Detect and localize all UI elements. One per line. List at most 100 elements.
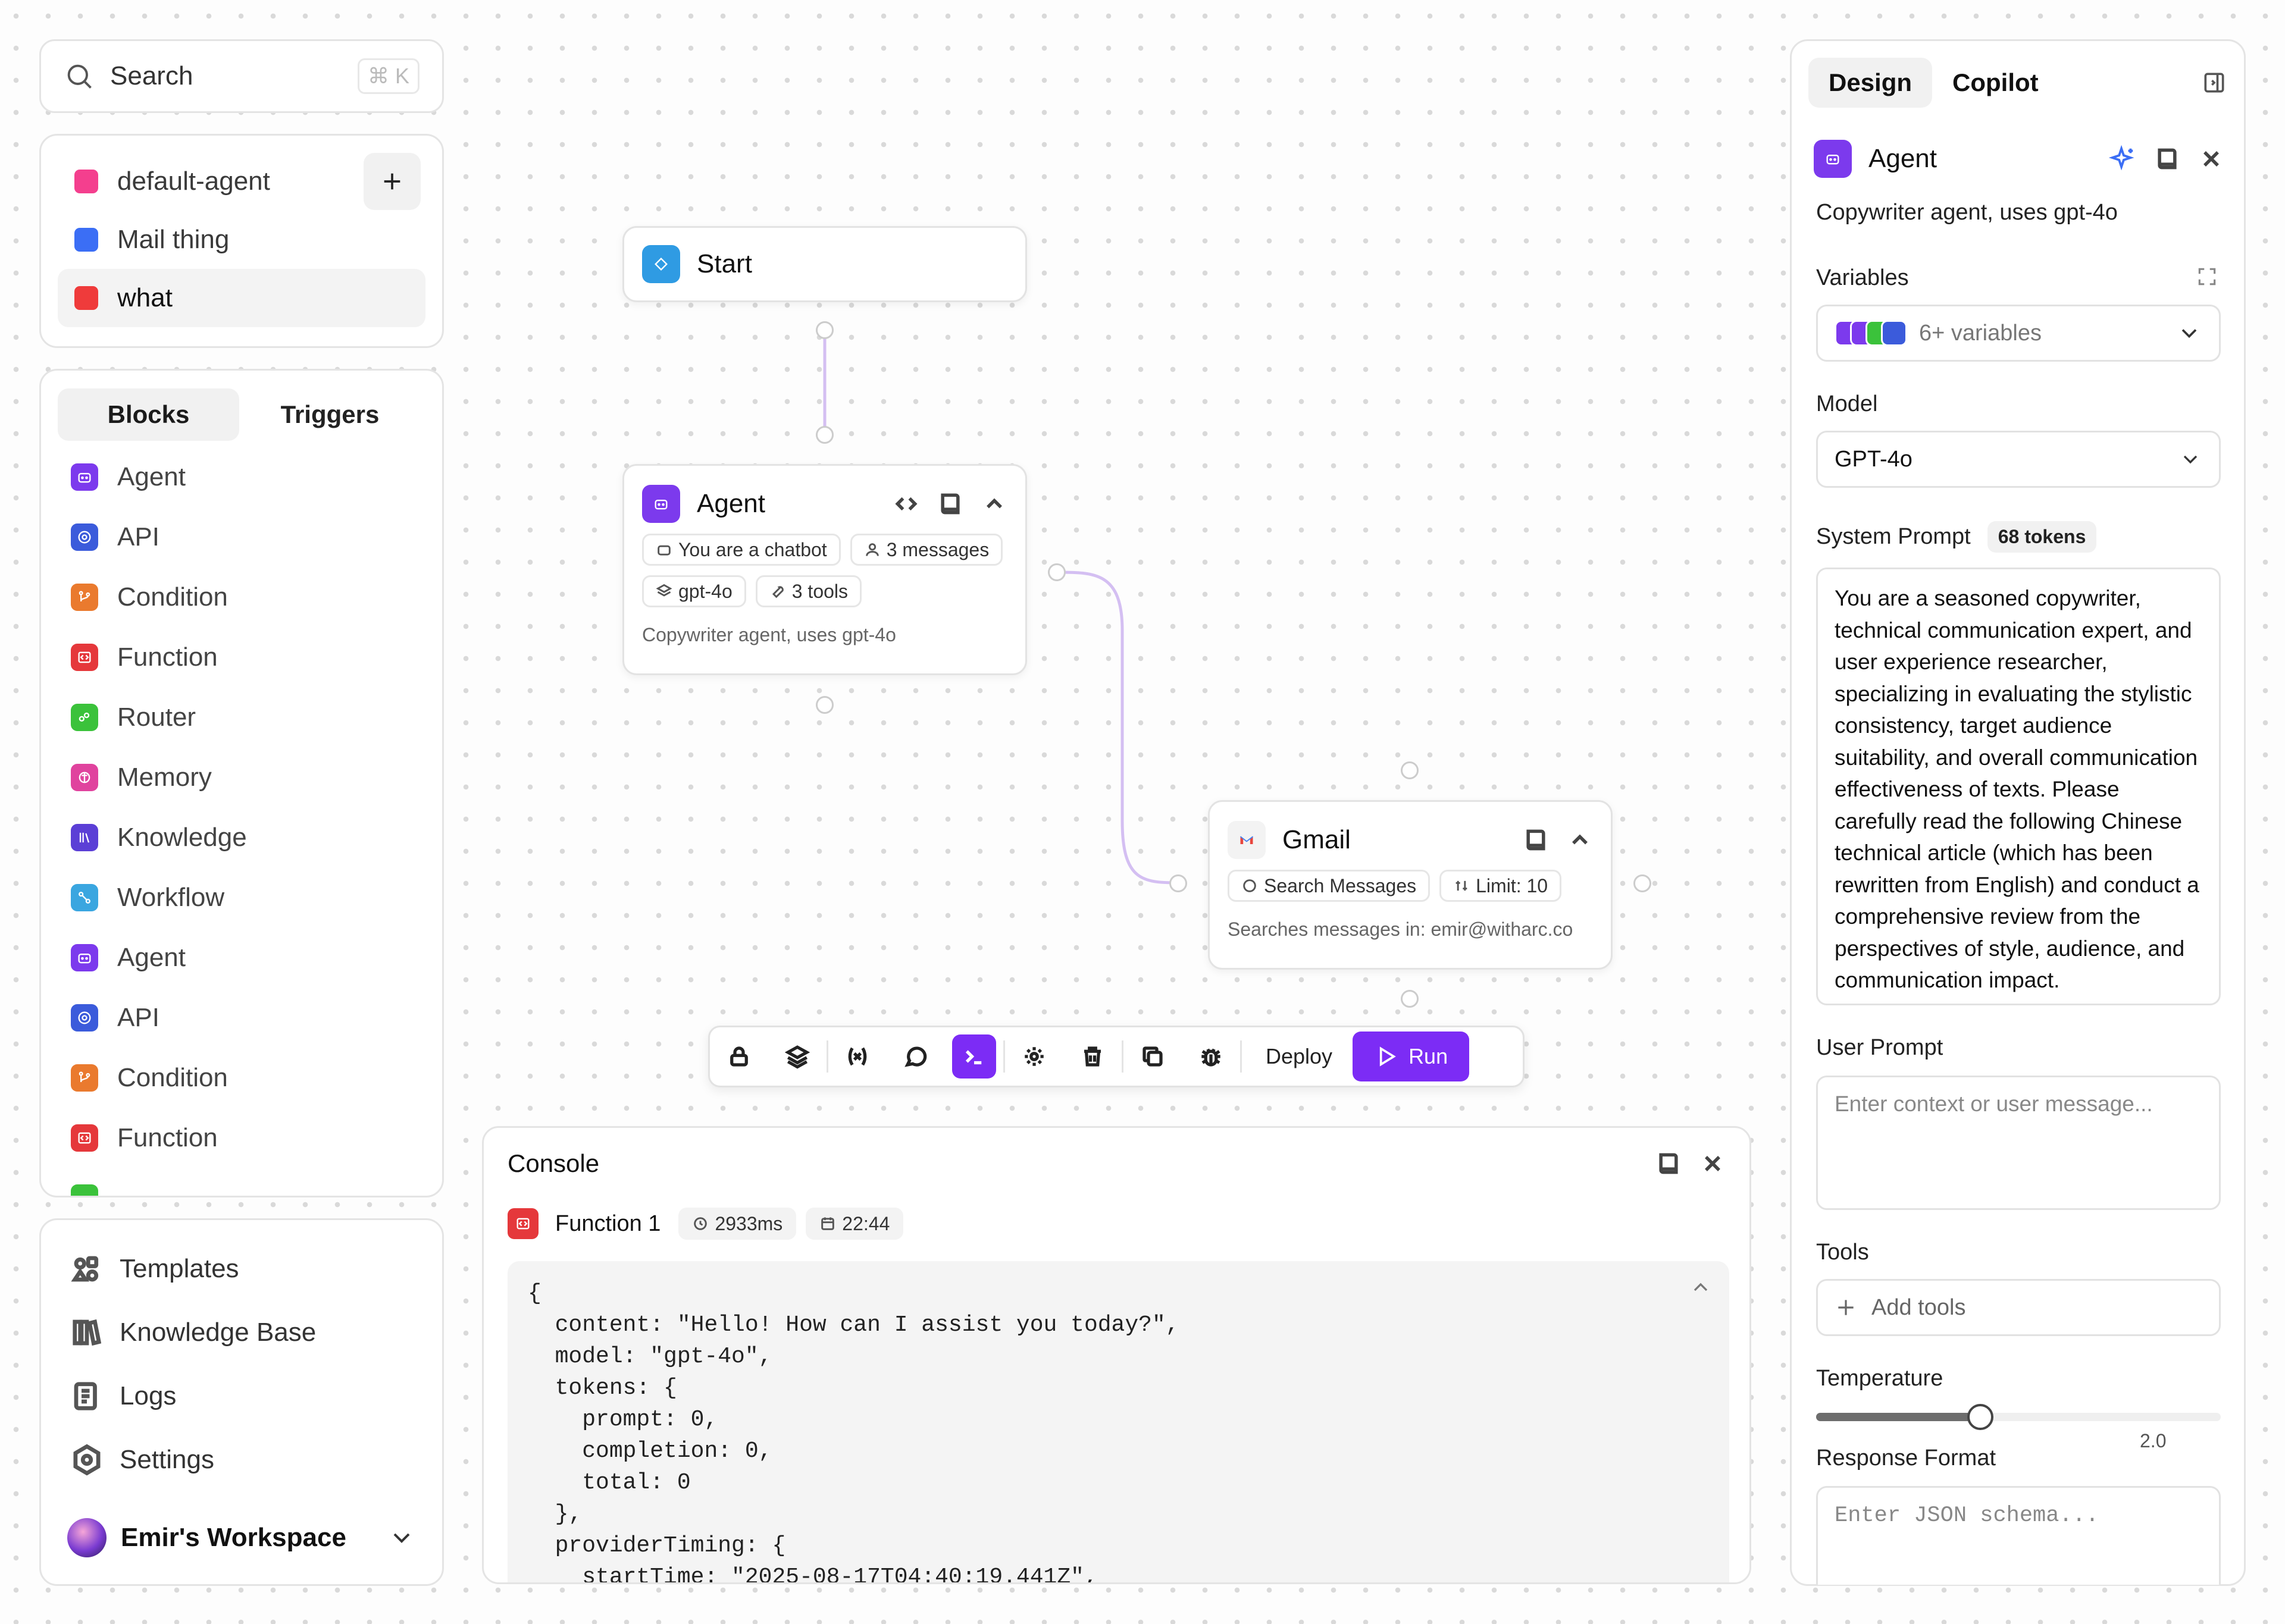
agent-input-handle[interactable]: [816, 426, 834, 444]
start-node[interactable]: Start: [622, 226, 1027, 302]
docs-icon[interactable]: [937, 491, 963, 517]
bot-icon: [658, 545, 671, 556]
temperature-slider[interactable]: [1816, 1404, 2221, 1430]
block-item-workflow[interactable]: Workflow: [41, 867, 442, 927]
time-badge: 22:44: [806, 1208, 904, 1240]
user-prompt-textarea[interactable]: Enter context or user message...: [1816, 1076, 2221, 1210]
tab-blocks[interactable]: Blocks: [58, 388, 239, 441]
nav-knowledge-base[interactable]: Knowledge Base: [41, 1300, 442, 1364]
add-workflow-button[interactable]: [364, 153, 421, 210]
block-item-agent[interactable]: Agent: [41, 447, 442, 507]
agent-node[interactable]: Agent You are a chatbot 3 messages gpt-4…: [622, 464, 1027, 675]
code-line: model: "gpt-4o",: [528, 1344, 772, 1369]
time-value: 22:44: [842, 1212, 890, 1234]
terminal-icon[interactable]: [952, 1034, 996, 1079]
pill-label: You are a chatbot: [678, 538, 827, 560]
block-item-api-2[interactable]: API: [41, 987, 442, 1048]
gmail-input-top-handle[interactable]: [1401, 761, 1419, 779]
console-entry-header[interactable]: Function 1 2933ms 22:44: [484, 1199, 1749, 1248]
tools-pill: 3 tools: [755, 575, 862, 607]
tab-triggers[interactable]: Triggers: [239, 388, 421, 441]
block-label: Function: [117, 1123, 218, 1152]
block-label: API: [117, 522, 159, 551]
workflow-color-dot: [74, 170, 98, 193]
workflow-list: default-agent Mail thing what: [39, 134, 444, 348]
block-label: Condition: [117, 1062, 228, 1092]
docs-icon[interactable]: [1655, 1150, 1682, 1177]
block-item-function-2[interactable]: Function: [41, 1108, 442, 1168]
gmail-input-handle[interactable]: [1169, 874, 1187, 892]
workflow-color-dot: [74, 228, 98, 252]
response-format-textarea[interactable]: Enter JSON schema...: [1816, 1486, 2221, 1585]
add-tools-button[interactable]: Add tools: [1816, 1279, 2221, 1336]
docs-icon[interactable]: [1523, 827, 1549, 853]
block-item-agent-2[interactable]: Agent: [41, 927, 442, 987]
variables-icon[interactable]: [835, 1034, 879, 1079]
sparkle-icon[interactable]: [2109, 145, 2136, 173]
branch-icon: [71, 583, 98, 611]
user-prompt-label: User Prompt: [1816, 1035, 1943, 1060]
block-item-function[interactable]: Function: [41, 627, 442, 687]
block-label: Agent: [117, 942, 186, 972]
chevron-up-icon[interactable]: [1567, 827, 1593, 853]
run-button[interactable]: Run: [1353, 1032, 1470, 1081]
copy-icon[interactable]: [1131, 1034, 1175, 1079]
pill-label: Search Messages: [1264, 874, 1417, 896]
workspace-switcher[interactable]: Emir's Workspace: [67, 1514, 416, 1562]
variables-select[interactable]: 6+ variables: [1816, 305, 2221, 362]
globe-icon: [71, 523, 98, 551]
workflow-item-what[interactable]: what: [58, 269, 425, 327]
nav-templates[interactable]: Templates: [41, 1237, 442, 1300]
agent-output-handle[interactable]: [1048, 563, 1066, 581]
gmail-error-handle[interactable]: [1401, 990, 1419, 1008]
tab-copilot[interactable]: Copilot: [1932, 58, 2059, 108]
nav-logs[interactable]: Logs: [41, 1364, 442, 1428]
close-icon[interactable]: [1699, 1150, 1726, 1177]
chevron-up-icon[interactable]: [1689, 1275, 1713, 1299]
gmail-output-handle[interactable]: [1633, 874, 1651, 892]
block-item-knowledge[interactable]: Knowledge: [41, 807, 442, 867]
block-item-router[interactable]: Router: [41, 687, 442, 747]
trash-icon[interactable]: [1070, 1034, 1115, 1079]
tab-design[interactable]: Design: [1808, 58, 1933, 108]
pill-label: Limit: 10: [1476, 874, 1548, 896]
workflow-item-mail-thing[interactable]: Mail thing: [58, 211, 425, 269]
library-icon: [71, 823, 98, 851]
node-description: Searches messages in: emir@witharc.co: [1228, 918, 1573, 940]
lock-icon[interactable]: [717, 1034, 761, 1079]
chevron-up-icon[interactable]: [981, 491, 1007, 517]
deploy-button[interactable]: Deploy: [1249, 1034, 1349, 1079]
gmail-icon: [1228, 821, 1266, 859]
nav-settings[interactable]: Settings: [41, 1428, 442, 1491]
code-icon: [71, 1124, 98, 1152]
start-output-handle[interactable]: [816, 321, 834, 339]
workspace-name: Emir's Workspace: [121, 1523, 346, 1552]
code-icon[interactable]: [893, 491, 919, 517]
model-value: GPT-4o: [1835, 446, 1912, 472]
collapse-panel-icon[interactable]: [2201, 70, 2227, 96]
block-label: Function: [117, 642, 218, 672]
workflow-item-default-agent[interactable]: default-agent: [58, 152, 425, 211]
layers-icon[interactable]: [775, 1034, 819, 1079]
gmail-node[interactable]: Gmail Search Messages Limit: 10 Searches…: [1208, 800, 1613, 970]
bug-icon[interactable]: [1189, 1034, 1233, 1079]
bot-icon: [71, 943, 98, 971]
close-icon[interactable]: [2198, 146, 2224, 172]
agent-error-handle[interactable]: [816, 696, 834, 714]
settings-icon[interactable]: [1012, 1034, 1056, 1079]
docs-icon[interactable]: [2154, 146, 2180, 172]
system-prompt-textarea[interactable]: You are a seasoned copywriter, technical…: [1816, 568, 2221, 1005]
search-bar[interactable]: Search ⌘ K: [39, 39, 444, 113]
block-item-condition[interactable]: Condition: [41, 567, 442, 627]
block-item-api[interactable]: API: [41, 507, 442, 567]
chat-icon[interactable]: [894, 1034, 938, 1079]
code-line: completion: 0,: [528, 1438, 772, 1464]
expand-icon[interactable]: [2196, 265, 2218, 288]
model-select[interactable]: GPT-4o: [1816, 431, 2221, 488]
block-item-router-2[interactable]: [41, 1168, 442, 1196]
block-item-memory[interactable]: Memory: [41, 747, 442, 807]
block-header: Agent: [1814, 138, 2224, 180]
block-item-condition-2[interactable]: Condition: [41, 1048, 442, 1108]
slider-thumb[interactable]: [1967, 1404, 1994, 1430]
